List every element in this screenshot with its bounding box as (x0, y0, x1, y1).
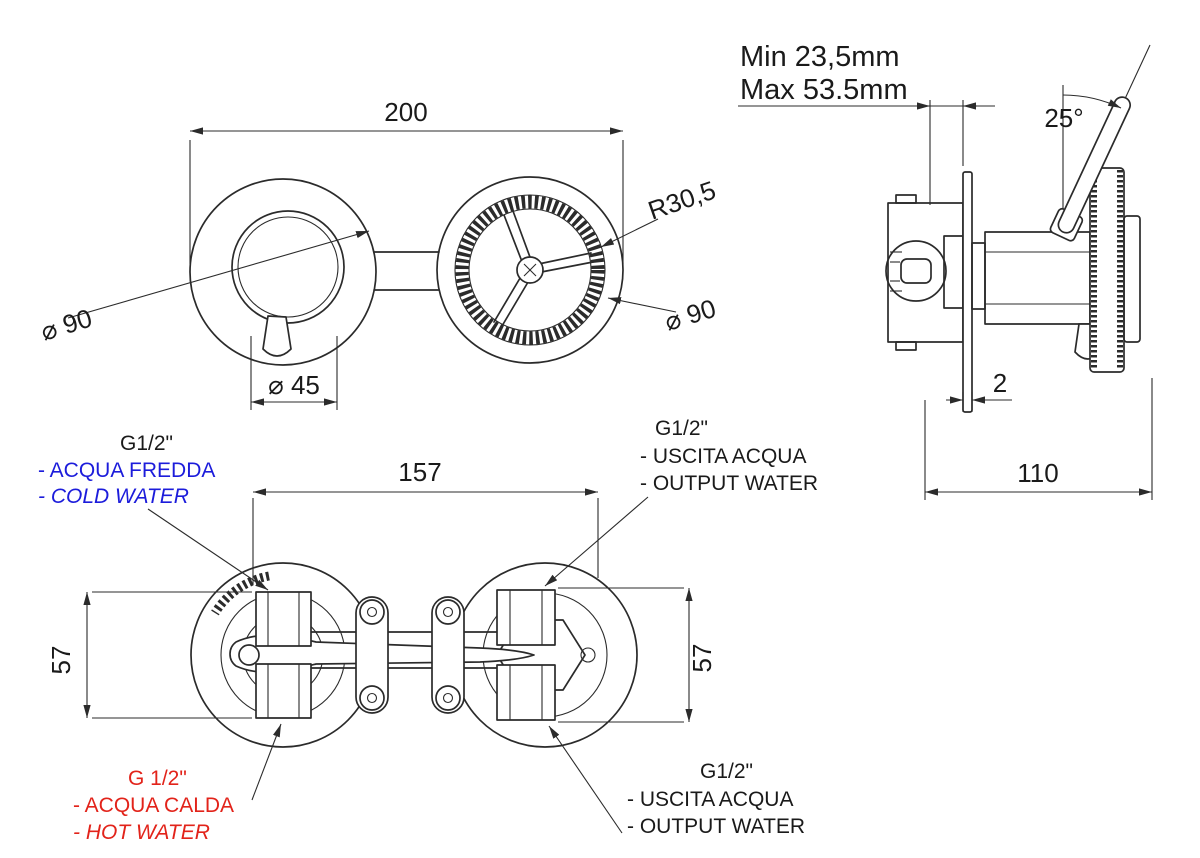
left-knob-inner-circle-2 (237, 216, 339, 318)
rear-left-pin-circle (238, 644, 260, 666)
cold-name-text: - ACQUA FREDDA (38, 459, 215, 482)
hot-leader-line (251, 723, 282, 801)
output-top-translation-text: - OUTPUT WATER (640, 472, 818, 495)
plate-2-text: 2 (993, 368, 1007, 398)
fitting-cold-inlet (255, 591, 312, 647)
front-view: 200 ⌀ 90 R30,5 ⌀ 90 ⌀ 45 (37, 97, 720, 410)
top-lever: 25° (1044, 44, 1151, 242)
box-bottom-tab (895, 341, 917, 351)
body-flange (971, 242, 986, 310)
dim-157: 157 (252, 457, 599, 585)
cold-translation-text: - COLD WATER (38, 485, 189, 508)
left-knob-outer-circle (189, 178, 377, 366)
body-cylinder (984, 231, 1091, 325)
dim-dia45: ⌀ 45 (250, 336, 338, 410)
angle-25-text: 25° (1044, 103, 1083, 133)
rear-view: 157 57 57 G1/2" - ACQUA FREDDA - COLD WA… (38, 417, 818, 844)
depth-min-text: Min 23,5mm (740, 41, 900, 73)
dim-57-right-text: 57 (687, 644, 717, 673)
dim-200: 200 (189, 97, 624, 264)
rough-in-box (885, 194, 964, 351)
dim-r30-5: R30,5 (600, 175, 720, 248)
dim-plate-2: 2 (946, 368, 1012, 412)
fitting-output-bottom (496, 664, 556, 721)
label-output-bottom: G1/2" - USCITA ACQUA - OUTPUT WATER (548, 725, 805, 838)
cold-leader-line (147, 508, 269, 591)
dim-200-text: 200 (384, 97, 427, 127)
valve-body (971, 231, 1101, 360)
fitting-output-top (496, 589, 556, 646)
dia90-right-text: ⌀ 90 (661, 293, 719, 337)
dim-157-text: 157 (398, 457, 441, 487)
wheel-knurl-inner-edge (468, 208, 592, 332)
box-top-tab (895, 194, 917, 204)
dim-57-left-text: 57 (46, 646, 76, 675)
hot-thread-text: G 1/2" (128, 767, 187, 790)
angle-arc (1062, 94, 1122, 109)
wheel-outer-circle (436, 176, 624, 364)
left-knob-lever-tab (262, 315, 292, 357)
mounting-lug-right (431, 596, 465, 714)
output-bottom-translation-text: - OUTPUT WATER (627, 815, 805, 838)
r30-5-text: R30,5 (644, 175, 719, 226)
depth-max-text: Max 53.5mm (740, 74, 908, 106)
lever-handle (1057, 96, 1132, 234)
output-top-leader-line (544, 496, 649, 587)
dim-dia90-right: ⌀ 90 (607, 293, 719, 337)
left-knob-inner-circle (231, 210, 345, 324)
side-view: Min 23,5mm Max 53.5mm (738, 41, 1153, 500)
dia90-left-text: ⌀ 90 (37, 303, 95, 347)
dim-110: 110 (924, 378, 1153, 500)
dia45-text: ⌀ 45 (268, 370, 320, 400)
hot-translation-text: - HOT WATER (73, 821, 210, 844)
hot-name-text: - ACQUA CALDA (73, 794, 234, 817)
dim-dia90-left: ⌀ 90 (37, 230, 370, 347)
output-top-name-text: - USCITA ACQUA (640, 445, 806, 468)
dim-110-text: 110 (1017, 458, 1058, 488)
label-hot-water: G 1/2" - ACQUA CALDA - HOT WATER (73, 723, 282, 844)
union-nut (943, 235, 964, 309)
label-output-top: G1/2" - USCITA ACQUA - OUTPUT WATER (544, 417, 818, 587)
cold-thread-text: G1/2" (120, 432, 173, 455)
wall-plate (962, 171, 973, 413)
wheel-back-disc (1123, 215, 1141, 343)
rear-right-small-circle (580, 647, 596, 663)
dim-57-left: 57 (46, 591, 252, 719)
output-bottom-name-text: - USCITA ACQUA (627, 788, 793, 811)
label-cold-water: G1/2" - ACQUA FREDDA - COLD WATER (38, 432, 269, 591)
box-inlet-port (900, 258, 932, 284)
wheel-knurl-outer-edge (454, 194, 606, 346)
side-handwheel (1089, 167, 1141, 373)
rear-wheel-knurl-arc (211, 571, 270, 616)
output-top-thread-text: G1/2" (655, 417, 708, 440)
dim-minmax (738, 100, 995, 205)
mounting-lug-left (355, 596, 389, 714)
wheel-hub-screw (523, 263, 537, 277)
box-hatch-lines (890, 251, 902, 292)
dim-57-right: 57 (558, 587, 717, 723)
wheel-knurl-band (455, 195, 605, 345)
box-inlet-circle (885, 240, 947, 302)
output-bottom-leader-line (548, 725, 623, 834)
fitting-hot-inlet (255, 663, 312, 719)
output-bottom-thread-text: G1/2" (700, 760, 753, 783)
